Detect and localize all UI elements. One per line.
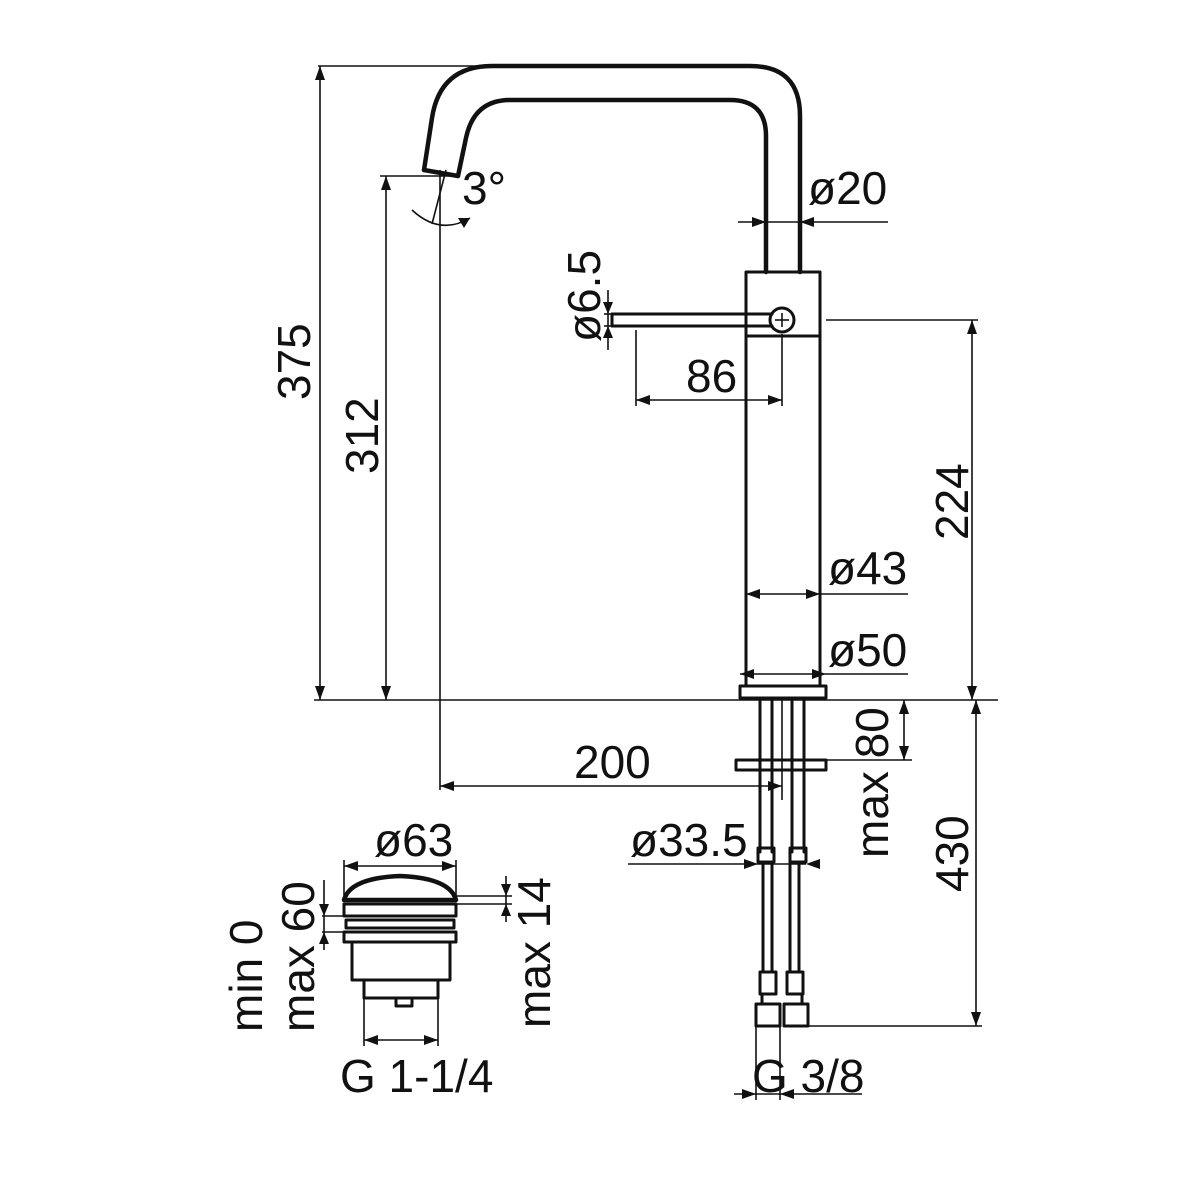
label-312: 312: [336, 397, 388, 474]
label-d63: ø63: [374, 814, 453, 866]
label-max-14: max 14: [508, 877, 560, 1028]
label-200: 200: [574, 736, 651, 788]
dimension-d63: [343, 860, 457, 896]
label-angle-3: 3°: [462, 162, 506, 214]
dimension-200: [440, 700, 783, 800]
dimension-224: [826, 319, 978, 700]
label-min-0: min 0: [220, 920, 272, 1032]
label-86: 86: [686, 350, 737, 402]
dimension-86: [635, 330, 783, 406]
dimension-d50: [740, 669, 908, 679]
dimension-312: [380, 175, 460, 700]
lever-handle: [610, 306, 796, 334]
drain-waste: [341, 873, 459, 1008]
label-g3-8: G 3/8: [752, 1050, 865, 1102]
dimension-375: [315, 65, 500, 700]
dimension-d43: [746, 589, 908, 599]
label-375: 375: [268, 323, 320, 400]
dimension-d20: [738, 217, 888, 227]
label-max-60: max 60: [272, 881, 324, 1032]
dimension-g3-8: [734, 1026, 862, 1100]
label-d20: ø20: [808, 162, 887, 214]
angle-3-degree: [411, 169, 471, 790]
dimension-g1-1-4: [363, 998, 439, 1046]
base-flange: [738, 684, 828, 700]
dimension-d6-5: [603, 290, 616, 350]
dimension-430: [808, 700, 982, 1027]
label-d50: ø50: [828, 624, 907, 676]
label-d6-5: ø6.5: [558, 250, 610, 342]
label-g1-1-4: G 1-1/4: [340, 1050, 493, 1102]
faucet-spout: [421, 63, 803, 275]
dimension-max-14: [456, 876, 512, 922]
label-430: 430: [926, 815, 978, 892]
label-224: 224: [926, 463, 978, 540]
supply-hoses: [754, 860, 810, 1028]
dimension-d33-5: [628, 859, 820, 869]
label-d33-5: ø33.5: [630, 814, 748, 866]
faucet-body: [744, 270, 822, 688]
dimension-max-80: [826, 700, 912, 761]
mounting-shank: [734, 696, 828, 864]
label-max-80: max 80: [846, 707, 898, 858]
dimension-min0-max60: [319, 880, 346, 950]
label-d43: ø43: [828, 542, 907, 594]
